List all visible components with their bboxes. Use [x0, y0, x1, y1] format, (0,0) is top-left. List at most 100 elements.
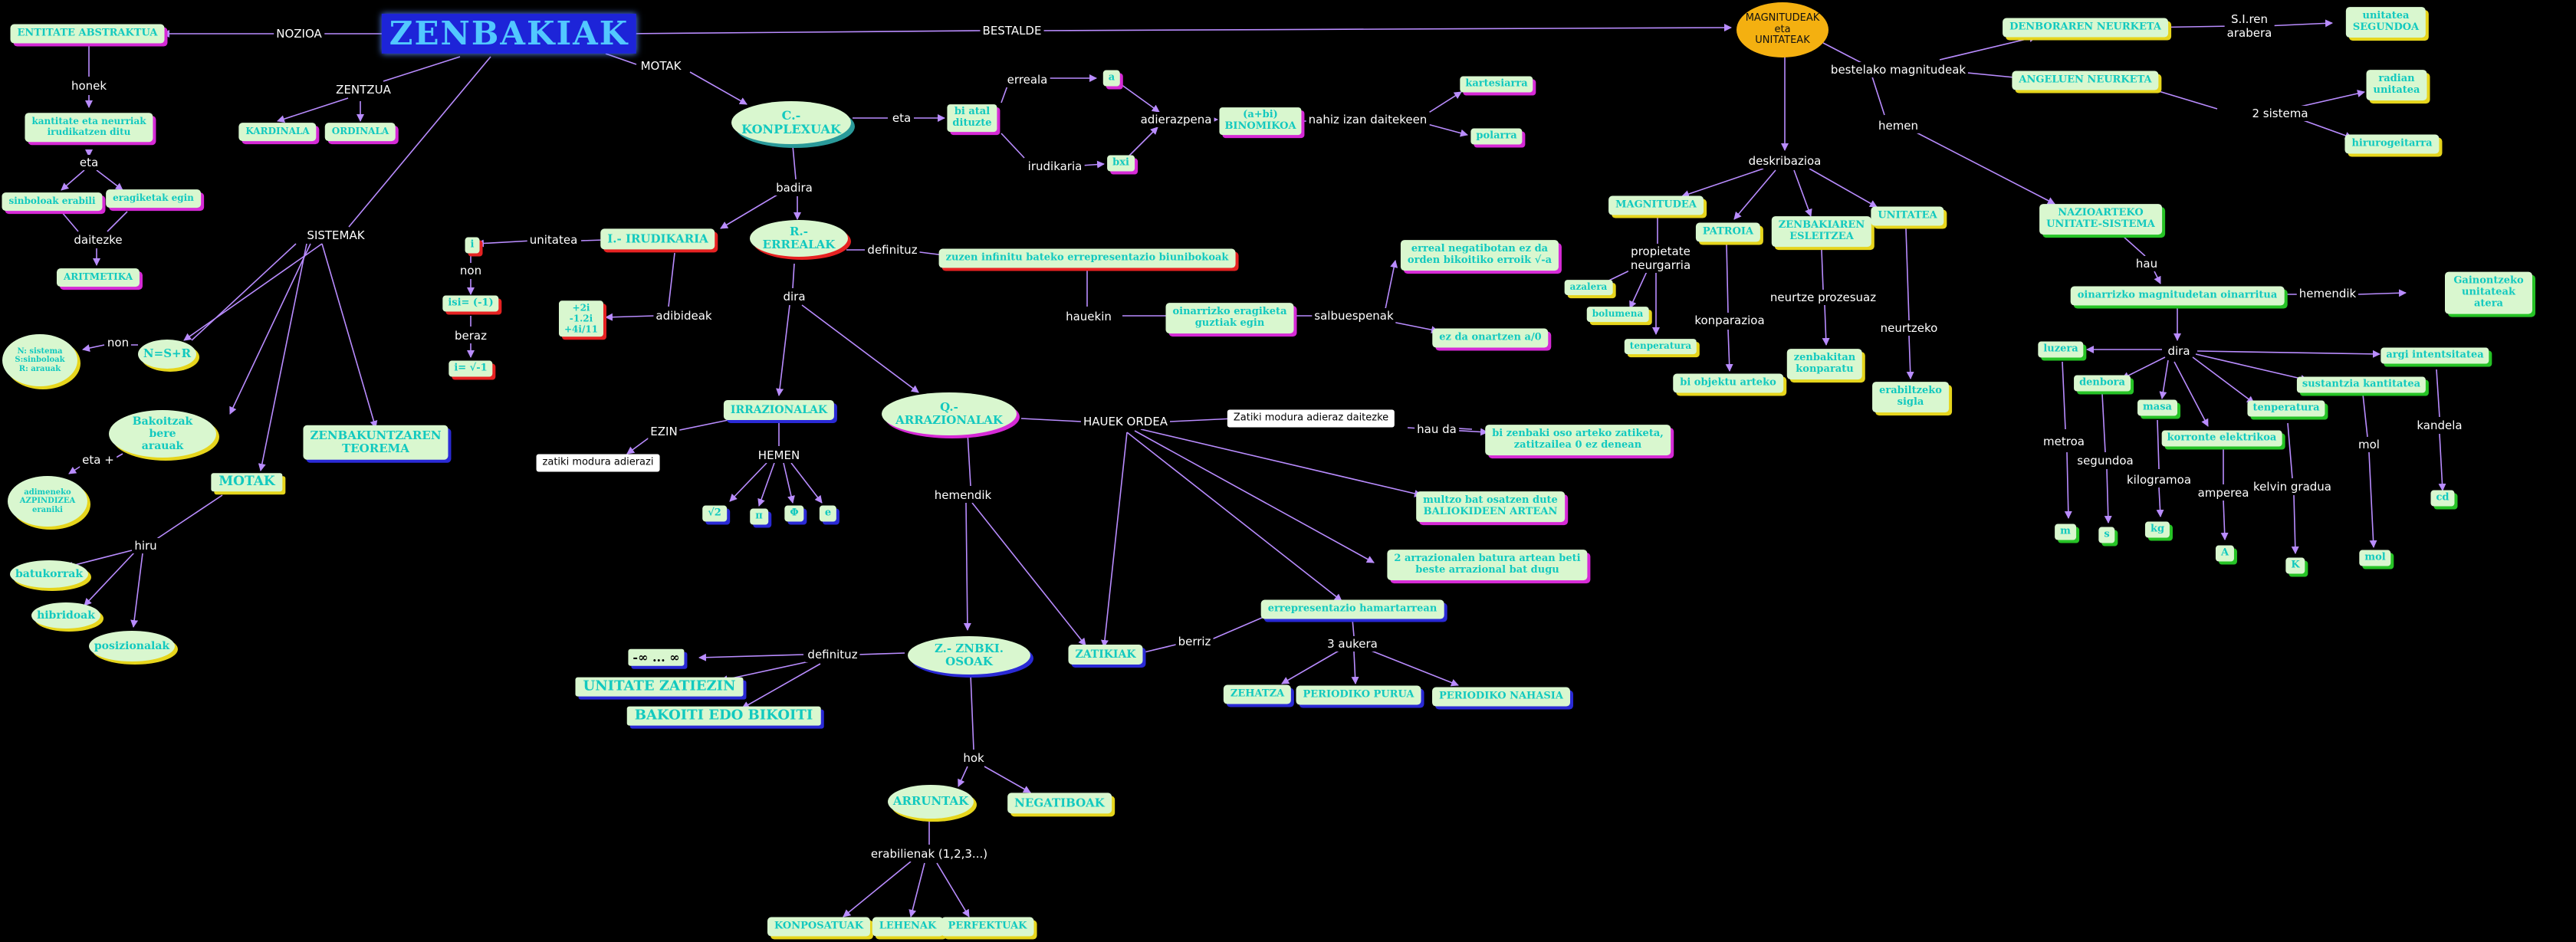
node-bi-arrazional[interactable]: 2 arrazionalen batura artean beti beste …: [1387, 550, 1588, 580]
node-bxi[interactable]: bxi: [1107, 155, 1135, 172]
node-nsr[interactable]: N=S+R: [138, 340, 196, 369]
node-unitatea-segundoa[interactable]: unitatea SEGUNDOA: [2345, 7, 2426, 38]
node-bakoitzak[interactable]: Bakoitzak bere arauak: [109, 410, 216, 458]
node-infinitu[interactable]: -∞ ... ∞: [628, 648, 685, 667]
node-irrazionalak[interactable]: IRRAZIONALAK: [723, 399, 835, 421]
label-metroa: metroa: [2041, 434, 2087, 449]
node-lehenak[interactable]: LEHENAK: [872, 917, 944, 937]
node-kartesiarra[interactable]: kartesiarra: [1460, 76, 1533, 93]
node-phi[interactable]: Φ: [784, 505, 804, 522]
label-hemen-2: hemen: [1875, 118, 1921, 133]
label-salbuespenak: salbuespenak: [1312, 308, 1396, 323]
node-azalera[interactable]: azalera: [1564, 280, 1613, 295]
node-bolumena[interactable]: bolumena: [1586, 307, 1649, 322]
node-erabiltzeko-sigla[interactable]: erabiltzeko sigla: [1872, 382, 1949, 412]
node-binomikoa[interactable]: (a+bi) BINOMIKOA: [1219, 107, 1302, 135]
node-irudikaria[interactable]: I.- IRUDIKARIA: [600, 228, 715, 250]
node-luzera[interactable]: luzera: [2038, 341, 2084, 358]
node-tenperatura-magnitudea[interactable]: tenperatura: [1624, 339, 1697, 354]
label-bestelako: bestelako magnitudeak: [1828, 62, 1969, 77]
node-i[interactable]: i: [465, 237, 480, 254]
node-zatiki-modura[interactable]: zatiki modura adierazi: [536, 454, 660, 472]
node-korronte[interactable]: korronte elektrikoa: [2161, 430, 2282, 447]
node-batukorrak[interactable]: batukorrak: [10, 560, 88, 588]
label-neurtze: neurtze prozesuaz: [1767, 290, 1879, 305]
node-a[interactable]: a: [1102, 70, 1121, 87]
node-zatikiak[interactable]: ZATIKIAK: [1068, 644, 1143, 665]
node-pi[interactable]: π: [750, 508, 768, 525]
node-unit-mol[interactable]: mol: [2359, 550, 2391, 566]
node-errealak[interactable]: R.- ERREALAK: [750, 220, 848, 257]
node-unitate-zatiezin[interactable]: UNITATE ZATIEZIN: [575, 677, 744, 697]
node-isq[interactable]: isi= (-1): [442, 295, 499, 312]
node-ordinala[interactable]: ORDINALA: [324, 123, 396, 141]
node-motak[interactable]: MOTAK: [211, 473, 283, 491]
node-bi-zenbaki[interactable]: bi zenbaki oso arteko zatiketa, zatitzai…: [1485, 425, 1671, 455]
node-arrazionalak[interactable]: Q.- ARRAZIONALAK: [882, 392, 1017, 435]
node-kardinala[interactable]: KARDINALA: [238, 123, 317, 141]
node-polarra[interactable]: polarra: [1470, 128, 1523, 145]
node-substantzia[interactable]: sustantzia kantitatea: [2296, 376, 2426, 393]
node-magnitudea[interactable]: MAGNITUDEA: [1608, 195, 1704, 215]
node-magnitudeak[interactable]: MAGNITUDEAK eta UNITATEAK: [1737, 2, 1829, 57]
node-unitatea[interactable]: UNITATEA: [1871, 206, 1944, 226]
node-unit-k[interactable]: K: [2285, 557, 2305, 574]
node-sinboloak[interactable]: sinboloak erabili: [2, 192, 103, 211]
node-zatiki-adieraz[interactable]: Zatiki modura adieraz daitezke: [1227, 409, 1395, 428]
node-ez-da-onartzen[interactable]: ez da onartzen a/0: [1432, 328, 1549, 348]
label-konparazioa: konparazioa: [1692, 313, 1767, 328]
node-multzo[interactable]: multzo bat osatzen dute BALIOKIDEEN ARTE…: [1416, 491, 1565, 522]
node-perfektuak[interactable]: PERFEKTUAK: [941, 917, 1034, 937]
node-masa[interactable]: masa: [2137, 399, 2177, 416]
node-osoak[interactable]: Z.- ZNBKI. OSOAK: [908, 636, 1030, 674]
node-e[interactable]: e: [819, 505, 837, 522]
node-periodiko-nahasia[interactable]: PERIODIKO NAHASIA: [1432, 687, 1570, 707]
node-unit-a[interactable]: A: [2215, 545, 2235, 562]
node-kantitate[interactable]: kantitate eta neurriak irudikatzen ditu: [25, 113, 153, 142]
node-denboraren-neurketa[interactable]: DENBORAREN NEURKETA: [2003, 18, 2168, 38]
node-teorema[interactable]: ZENBAKUNTZAREN TEOREMA: [303, 425, 449, 460]
node-posizionalak[interactable]: posizionalak: [89, 631, 175, 661]
node-eragiketak[interactable]: eragiketak egin: [106, 189, 201, 208]
node-radian[interactable]: radian unitatea: [2366, 70, 2427, 100]
node-tenperatura[interactable]: tenperatura: [2247, 400, 2325, 417]
node-unit-s[interactable]: s: [2098, 527, 2115, 543]
node-zenbakiak[interactable]: ZENBAKIAK: [381, 13, 637, 54]
node-zenbakitan[interactable]: zenbakitan konparatu: [1786, 349, 1863, 379]
node-patroia[interactable]: PATROIA: [1695, 222, 1761, 242]
node-bi-atal[interactable]: bi atal dituzte: [947, 104, 997, 132]
node-periodiko-purua[interactable]: PERIODIKO PURUA: [1296, 685, 1421, 705]
node-arruntak[interactable]: ARRUNTAK: [888, 785, 974, 819]
node-denbora[interactable]: denbora: [2074, 375, 2131, 392]
node-erreal-negatibo[interactable]: erreal negatibotan ez da orden bikoitiko…: [1400, 240, 1559, 271]
node-bi-objektu[interactable]: bi objektu arteko: [1673, 373, 1783, 393]
node-n-sistema[interactable]: N: sistema S:sinboloak R: arauak: [2, 334, 77, 386]
node-hibridoak[interactable]: hibridoak: [31, 602, 100, 629]
node-konposatuak[interactable]: KONPOSATUAK: [767, 917, 871, 937]
node-negatiboak[interactable]: NEGATIBOAK: [1007, 793, 1112, 814]
node-adimena[interactable]: adimeneko AZPINDIZEA eraniki: [8, 476, 87, 527]
node-bakoiti[interactable]: BAKOITI EDO BIKOITI: [626, 706, 821, 726]
node-zehatza[interactable]: ZEHATZA: [1223, 684, 1292, 704]
node-zuzen-infinitu[interactable]: zuzen infinitu bateko errepresentazio bi…: [938, 248, 1236, 268]
node-argi-intentsitatea[interactable]: argi intentsitatea: [2380, 347, 2489, 364]
node-errepresentazio[interactable]: errepresentazio hamartarrean: [1260, 599, 1444, 619]
node-unit-m[interactable]: m: [2055, 524, 2076, 540]
node-aritmetika[interactable]: ARITMETIKA: [56, 268, 140, 287]
node-sqrt2[interactable]: √2: [702, 505, 727, 522]
node-unit-kg[interactable]: kg: [2144, 521, 2170, 538]
node-gainontzeko[interactable]: Gainontzeko unitateak atera: [2445, 271, 2532, 314]
node-nazioarteko[interactable]: NAZIOARTEKO UNITATE-SISTEMA: [2039, 204, 2162, 235]
node-adibideak[interactable]: +2i -1.2i +4i/11: [558, 300, 604, 337]
label-adibideak: adibideak: [653, 308, 715, 323]
node-angeluen-neurketa[interactable]: ANGELUEN NEURKETA: [2012, 71, 2159, 90]
label-mol: mol: [2356, 437, 2382, 452]
node-oinarrizko-magnitudetan[interactable]: oinarrizko magnitudetan oinarritua: [2070, 286, 2285, 306]
node-hirurogeitarra[interactable]: hirurogeitarra: [2344, 134, 2440, 154]
node-konplexuak[interactable]: C.- KONPLEXUAK: [731, 101, 851, 144]
node-zenbakiaren-esleitzea[interactable]: ZENBAKIAREN ESLEITZEA: [1771, 216, 1872, 247]
node-oinarrizko-eragiketa[interactable]: oinarrizko eragiketa guztiak egin: [1165, 303, 1294, 333]
node-unit-cd[interactable]: cd: [2430, 490, 2455, 507]
node-i-sqrt[interactable]: i= √-1: [449, 360, 493, 377]
node-entitate-abstraktua[interactable]: ENTITATE ABSTRAKTUA: [10, 24, 165, 44]
